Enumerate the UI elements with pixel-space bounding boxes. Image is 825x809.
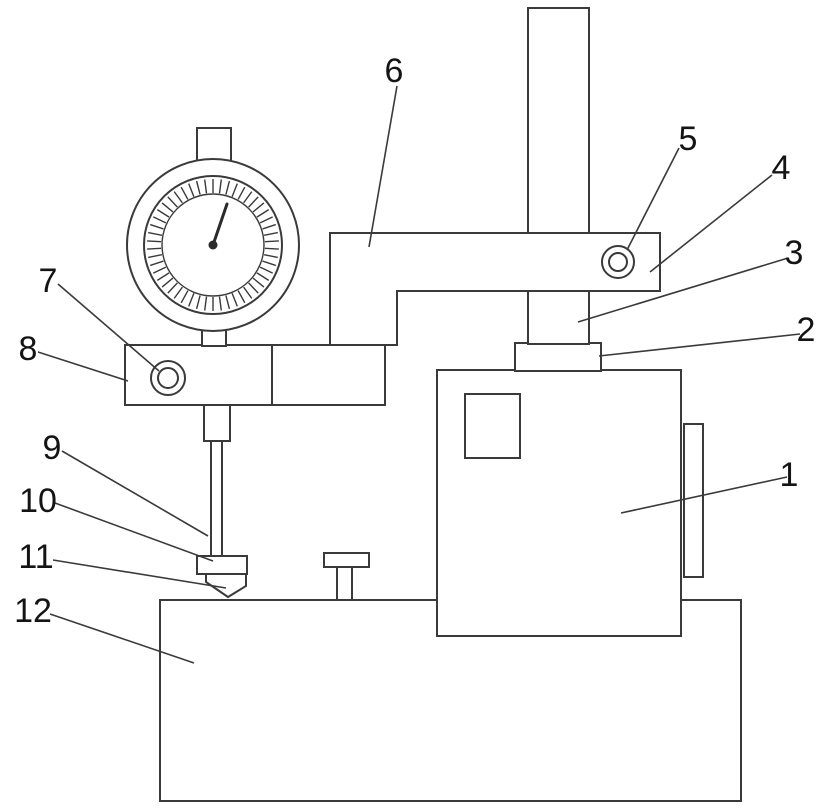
dial-tick xyxy=(149,260,164,267)
dial-tick xyxy=(173,286,183,299)
ref-label-7: 7 xyxy=(39,262,58,300)
leader-3 xyxy=(577,257,789,323)
dial-tick xyxy=(147,247,162,250)
dial-tick xyxy=(248,282,259,294)
dial-tick xyxy=(264,247,279,250)
dial-tick xyxy=(243,191,253,204)
ref-label-6: 6 xyxy=(385,52,404,90)
arm-bolt-inner xyxy=(608,252,628,272)
dial-tick xyxy=(263,254,278,259)
dial-inner-ring xyxy=(161,193,265,297)
ref-label-11: 11 xyxy=(18,538,53,576)
dial-tick xyxy=(161,277,174,288)
leader-6 xyxy=(368,85,398,248)
dial-tick xyxy=(256,209,270,218)
leader-10 xyxy=(54,502,214,562)
spindle-bushing xyxy=(203,404,231,442)
dial-tick xyxy=(259,266,274,274)
dial-tick xyxy=(231,183,238,197)
dial-tick xyxy=(262,260,277,267)
dial-tick xyxy=(231,293,238,307)
dial-tick xyxy=(259,216,274,224)
dial-tick xyxy=(243,286,253,299)
dial-tick xyxy=(149,223,164,230)
side-plate xyxy=(683,423,704,578)
leader-5 xyxy=(626,147,680,251)
leader-1 xyxy=(620,476,788,514)
dial-tick xyxy=(180,186,189,200)
dial-tick xyxy=(218,296,222,311)
clamp-screw-inner xyxy=(157,367,179,389)
dial-tick xyxy=(262,223,277,230)
ref-label-3: 3 xyxy=(785,234,804,272)
dial-tick xyxy=(180,290,189,304)
dial-tick xyxy=(148,231,163,236)
leader-11 xyxy=(52,559,227,589)
dial-tick xyxy=(225,180,231,195)
body-window xyxy=(464,393,521,459)
dial-tick xyxy=(264,240,279,243)
stop-fixture-stem xyxy=(336,566,353,601)
dial-tick xyxy=(188,293,195,307)
dial-tick xyxy=(225,295,231,310)
dial-tick xyxy=(204,179,208,194)
dial-needle-hub xyxy=(208,240,218,250)
dial-tick xyxy=(252,277,265,288)
dial-tick xyxy=(237,290,246,304)
dial-tick xyxy=(195,180,201,195)
dial-tick xyxy=(167,282,178,294)
spindle-rod xyxy=(210,440,223,557)
ref-label-9: 9 xyxy=(43,429,62,467)
ref-label-2: 2 xyxy=(797,311,816,349)
ref-label-12: 12 xyxy=(14,592,52,630)
dial-tick xyxy=(237,186,246,200)
leader-12 xyxy=(49,613,195,664)
leader-2 xyxy=(598,333,801,357)
dial-tick xyxy=(152,216,167,224)
contact-foot-tip xyxy=(205,573,247,599)
dial-tick-ring xyxy=(147,179,279,311)
ref-label-8: 8 xyxy=(19,330,38,368)
leader-7 xyxy=(57,283,160,372)
dial-tick xyxy=(188,183,195,197)
ref-label-10: 10 xyxy=(19,482,57,520)
dial-tick xyxy=(252,202,265,213)
dial-tick xyxy=(218,179,222,194)
dial-tick xyxy=(256,272,270,281)
dial-tick xyxy=(204,296,208,311)
dial-tick xyxy=(161,202,174,213)
dial-tick xyxy=(173,191,183,204)
dial-tick xyxy=(156,272,170,281)
ref-label-4: 4 xyxy=(772,149,791,187)
dial-needle xyxy=(211,202,229,247)
leader-9 xyxy=(61,450,209,537)
dial-tick xyxy=(248,196,259,208)
dial-tick xyxy=(148,254,163,259)
dial-tick xyxy=(156,209,170,218)
column-lower-segment xyxy=(527,290,590,345)
dial-tick xyxy=(152,266,167,274)
column-upper-segment xyxy=(527,7,590,235)
ref-label-1: 1 xyxy=(780,456,799,494)
ref-label-5: 5 xyxy=(679,120,698,158)
stop-fixture-head xyxy=(323,552,370,568)
column-base-block xyxy=(514,342,602,372)
leader-8 xyxy=(37,351,129,382)
leader-4 xyxy=(649,174,773,273)
dial-tick xyxy=(167,196,178,208)
dial-tick xyxy=(147,240,162,243)
dial-tick xyxy=(263,231,278,236)
dial-tick xyxy=(195,295,201,310)
